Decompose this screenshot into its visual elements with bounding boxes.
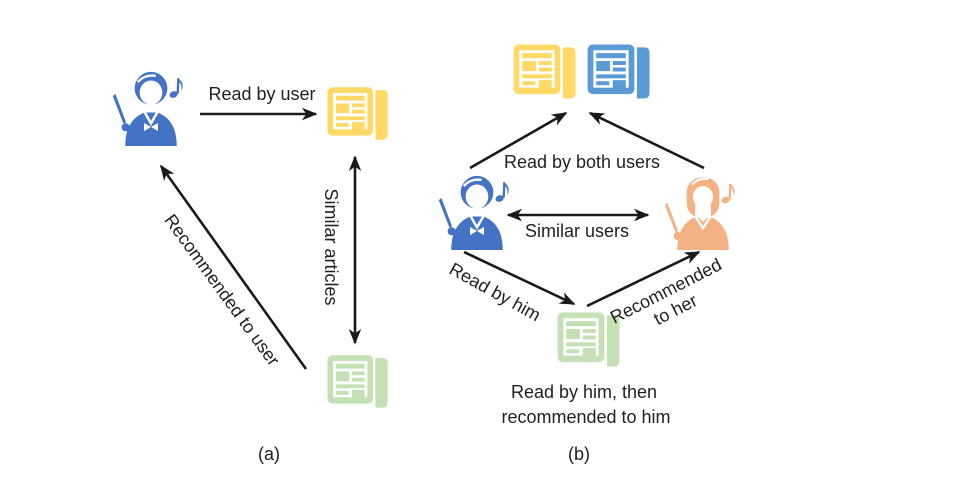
bow-tie-shape bbox=[469, 226, 485, 236]
baton-icon bbox=[112, 94, 130, 132]
caption-panel-a: (a) bbox=[258, 444, 280, 464]
baton-icon bbox=[664, 202, 682, 241]
label-similar-users: Similar users bbox=[525, 221, 629, 241]
face-shape bbox=[692, 186, 714, 208]
neck-shape bbox=[695, 204, 711, 219]
panel-b: Read by both users Similar users Read by… bbox=[438, 44, 735, 464]
hair-part-line bbox=[691, 177, 709, 186]
face-shape bbox=[139, 80, 163, 105]
label-read-by-user: Read by user bbox=[208, 84, 315, 104]
label-read-by-both-users: Read by both users bbox=[504, 152, 660, 172]
music-note-icon bbox=[720, 183, 735, 205]
collar-shape bbox=[694, 215, 712, 231]
label-read-by-him: Read by him bbox=[446, 259, 544, 325]
arrow-recommended-to-her bbox=[586, 250, 701, 308]
arrow-him-to-articles bbox=[469, 111, 568, 170]
face-shape bbox=[465, 184, 489, 209]
arrows-a bbox=[159, 107, 362, 370]
panel-a: Read by user Similar articles Recommende… bbox=[112, 71, 388, 464]
yellow-article-icon-b bbox=[513, 44, 576, 99]
yellow-article-icon bbox=[327, 87, 388, 140]
caption-panel-b: (b) bbox=[568, 444, 590, 464]
collar-shape bbox=[143, 111, 159, 126]
hair-part-line bbox=[136, 74, 156, 83]
hair-part-line bbox=[462, 178, 482, 187]
male-user-icon-b bbox=[438, 175, 509, 250]
label-similar-articles: Similar articles bbox=[321, 188, 341, 305]
arrow-her-to-articles bbox=[588, 111, 705, 170]
baton-icon bbox=[438, 198, 456, 236]
label-green-article-caption-line1: Read by him, then bbox=[511, 382, 657, 402]
arrow-recommended-to-user bbox=[159, 164, 308, 370]
music-note-icon bbox=[168, 78, 183, 99]
male-user-icon bbox=[112, 71, 183, 146]
torso-shape bbox=[451, 216, 503, 250]
torso-shape bbox=[125, 112, 177, 146]
green-article-icon-b bbox=[557, 312, 620, 367]
labels-a: Read by user Similar articles Recommende… bbox=[160, 84, 341, 464]
collar-tip-right bbox=[703, 217, 708, 222]
female-user-icon bbox=[664, 177, 735, 250]
collar-shape bbox=[469, 215, 485, 230]
music-note-icon bbox=[494, 182, 509, 203]
label-recommended-to-her: Recommended to her bbox=[607, 254, 725, 329]
label-green-article-caption-line2: recommended to him bbox=[501, 407, 670, 427]
arrow-read-by-him bbox=[463, 250, 576, 306]
bow-tie-shape bbox=[143, 122, 159, 132]
arrows-b bbox=[463, 111, 705, 308]
blue-article-icon-b bbox=[587, 44, 650, 99]
label-recommended-to-user: Recommended to user bbox=[160, 210, 283, 369]
green-article-icon bbox=[327, 355, 388, 408]
